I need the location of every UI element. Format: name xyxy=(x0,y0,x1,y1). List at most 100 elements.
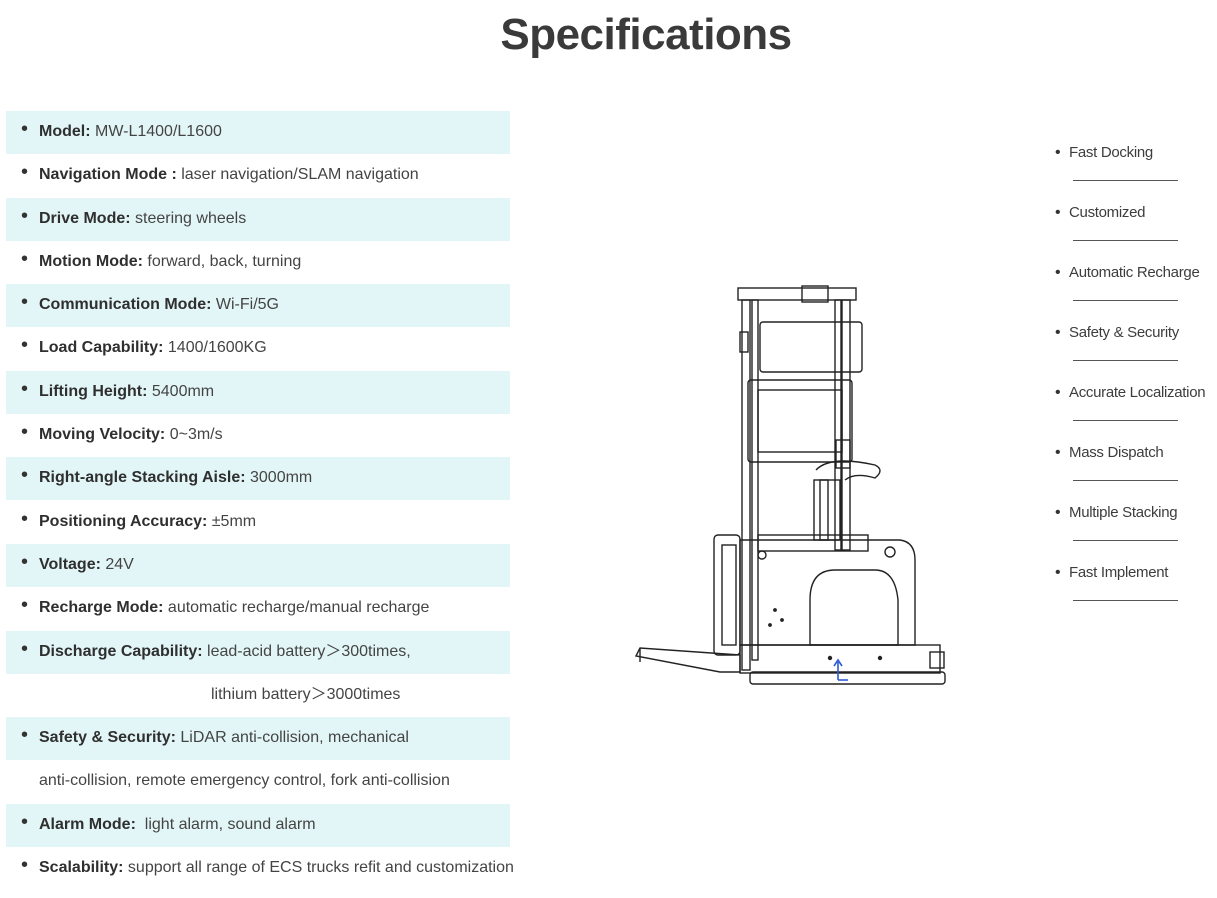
spec-value: lead-acid battery＞300times, xyxy=(202,642,411,660)
spec-row: •Navigation Mode : laser navigation/SLAM… xyxy=(6,153,566,196)
feature-item: • Accurate Localization xyxy=(1055,380,1215,440)
spec-value: ±5mm xyxy=(207,512,257,530)
bullet-icon: • xyxy=(1055,144,1061,161)
feature-item: •Safety & Security xyxy=(1055,320,1215,380)
spec-value: forward, back, turning xyxy=(142,252,302,270)
spec-label: Recharge Mode: xyxy=(39,599,164,617)
spec-value: Wi-Fi/5G xyxy=(211,296,279,314)
feature-label: Safety & Security xyxy=(1069,324,1179,341)
spec-value: 5400mm xyxy=(147,382,215,400)
feature-divider xyxy=(1073,300,1178,301)
bullet-icon: • xyxy=(21,118,29,140)
spec-label: Navigation Mode : xyxy=(39,166,177,184)
spec-row: • Drive Mode: steering wheels xyxy=(6,197,566,241)
spec-value: support all range of ECS trucks refit an… xyxy=(123,859,514,877)
bullet-icon: • xyxy=(21,204,29,227)
feature-label: Fast Docking xyxy=(1069,144,1153,161)
spec-value: laser navigation/SLAM navigation xyxy=(176,166,419,184)
spec-row: • Voltage: 24V xyxy=(6,543,566,588)
spec-label: Motion Mode: xyxy=(39,252,143,270)
bullet-icon: • xyxy=(21,854,29,877)
spec-value: 24V xyxy=(100,555,134,573)
spec-row: •Communication Mode: Wi-Fi/5G xyxy=(6,283,566,328)
bullet-icon: • xyxy=(1055,264,1061,281)
spec-row: anti-collision, remote emergency control… xyxy=(6,759,566,802)
spec-row: • Model: MW-L1400/L1600 xyxy=(6,110,566,155)
spec-row: • Positioning Accuracy: ±5mm xyxy=(6,500,566,543)
bullet-icon: • xyxy=(21,724,29,747)
feature-item: • Fast Implement xyxy=(1055,560,1215,620)
spec-list: •Model: MW-L1400/L1600•Navigation Mode :… xyxy=(6,110,566,889)
spec-value: 1400/1600KG xyxy=(163,339,267,357)
bullet-icon: • xyxy=(1055,564,1061,581)
bullet-icon: • xyxy=(21,550,29,573)
feature-divider xyxy=(1073,540,1178,541)
bullet-icon: • xyxy=(1055,504,1061,521)
bullet-icon: • xyxy=(1055,444,1061,461)
feature-item: • Customized xyxy=(1055,200,1215,260)
feature-divider xyxy=(1073,360,1178,361)
spec-label: Load Capability: xyxy=(39,339,164,357)
spec-label: Scalability: xyxy=(39,859,124,877)
feature-item: • Fast Docking xyxy=(1055,140,1215,200)
spec-row: • Motion Mode: forward, back, turning xyxy=(6,240,566,283)
spec-row: lithium battery＞3000times xyxy=(6,673,566,716)
spec-row: • Load Capability: 1400/1600KG xyxy=(6,326,566,369)
spec-row: • Recharge Mode: automatic recharge/manua… xyxy=(6,586,566,629)
spec-label: Lifting Height: xyxy=(39,382,148,400)
bullet-icon: • xyxy=(21,464,29,487)
spec-value: MW-L1400/L1600 xyxy=(90,123,222,140)
spec-value: steering wheels xyxy=(130,209,247,227)
feature-label: Fast Implement xyxy=(1069,564,1169,581)
spec-row: • Alarm Mode: light alarm, sound alarm xyxy=(6,803,566,848)
spec-label: Discharge Capability: xyxy=(39,642,203,660)
spec-value: light alarm, sound alarm xyxy=(135,815,316,833)
bullet-icon: • xyxy=(21,291,29,314)
spec-continuation: lithium battery＞3000times xyxy=(211,685,401,703)
spec-value: 0~3m/s xyxy=(165,426,223,444)
feature-divider xyxy=(1073,600,1178,601)
feature-label: Multiple Stacking xyxy=(1069,504,1178,521)
feature-label: Automatic Recharge xyxy=(1069,264,1200,281)
spec-label: Right-angle Stacking Aisle: xyxy=(39,469,246,487)
bullet-icon: • xyxy=(21,247,29,270)
spec-row: • Right-angle Stacking Aisle: 3000mm xyxy=(6,456,566,501)
feature-divider xyxy=(1073,240,1178,241)
spec-value: 3000mm xyxy=(245,469,313,487)
feature-item: • Automatic Recharge xyxy=(1055,260,1215,320)
spec-value: LiDAR anti-collision, mechanical xyxy=(175,729,409,747)
spec-row: • Lifting Height: 5400mm xyxy=(6,370,566,415)
spec-row: • Scalability: support all range of ECS t… xyxy=(6,846,566,889)
bullet-icon: • xyxy=(21,421,29,444)
spec-label: Moving Velocity: xyxy=(39,426,166,444)
bullet-icon: • xyxy=(21,334,29,357)
spec-value: automatic recharge/manual recharge xyxy=(163,599,430,617)
bullet-icon: • xyxy=(21,810,29,833)
bullet-icon: • xyxy=(21,594,29,617)
feature-label: Customized xyxy=(1069,204,1146,221)
spec-label: Model: xyxy=(39,123,91,140)
bullet-icon: • xyxy=(1055,204,1061,221)
spec-label: Voltage: xyxy=(39,555,101,573)
bullet-icon: • xyxy=(21,377,29,400)
spec-row: • Discharge Capability: lead-acid battery… xyxy=(6,630,566,674)
bullet-icon: • xyxy=(1055,384,1061,401)
page-title: Specifications xyxy=(500,10,792,59)
spec-continuation: anti-collision, remote emergency control… xyxy=(39,772,450,790)
feature-label: Mass Dispatch xyxy=(1069,444,1164,461)
spec-row: • Safety & Security: LiDAR anti-collision… xyxy=(6,716,566,761)
feature-divider xyxy=(1073,420,1178,421)
spec-row: • Moving Velocity: 0~3m/s xyxy=(6,413,566,456)
forklift-robot-illustration xyxy=(634,285,946,685)
spec-label: Safety & Security: xyxy=(39,729,176,747)
feature-list: • Fast Docking • Customized • Automatic Recha… xyxy=(1055,140,1215,620)
spec-label: Positioning Accuracy: xyxy=(39,512,208,530)
spec-label: Alarm Mode: xyxy=(39,815,136,833)
bullet-icon: • xyxy=(21,637,29,660)
spec-label: Drive Mode: xyxy=(39,209,131,227)
feature-label: Accurate Localization xyxy=(1069,384,1206,401)
feature-item: • Multiple Stacking xyxy=(1055,500,1215,560)
feature-divider xyxy=(1073,180,1178,181)
feature-item: • Mass Dispatch xyxy=(1055,440,1215,500)
bullet-icon: • xyxy=(21,507,29,530)
